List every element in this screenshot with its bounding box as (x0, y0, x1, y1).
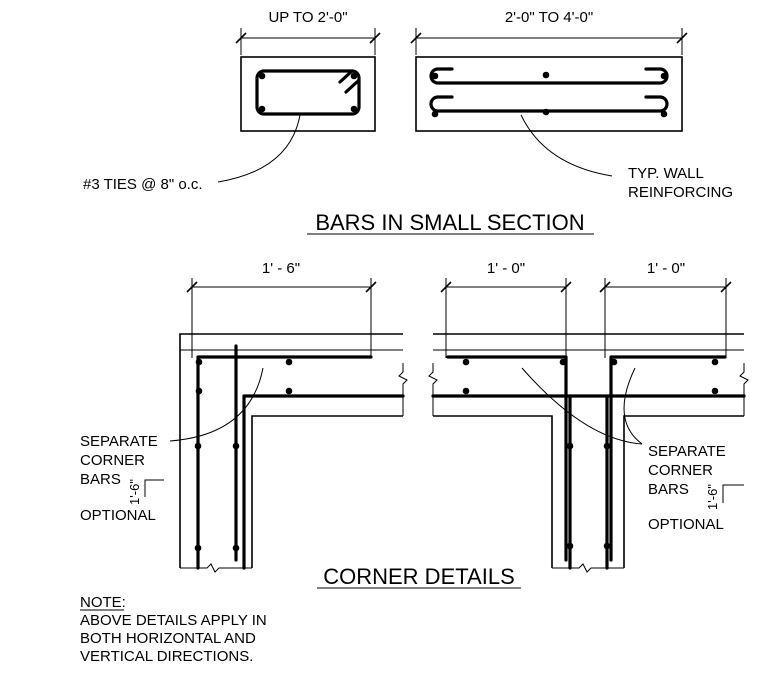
small-section-right: 2'-0" TO 4'-0" (410, 9, 688, 132)
right-label-line1: SEPARATE (648, 443, 726, 460)
right-label-line2: CORNER (648, 462, 713, 479)
corner-bar-leader-left (169, 367, 264, 442)
dim-left-label: UP TO 2'-0" (268, 9, 347, 26)
small-section-left: UP TO 2'-0" (235, 9, 381, 132)
right-optional: OPTIONAL (648, 516, 724, 533)
note-line2: BOTH HORIZONTAL AND (80, 630, 256, 647)
left-label-line2: CORNER (80, 452, 145, 469)
corner-detail-left: 1' - 6" (144, 260, 408, 573)
small-section-title: BARS IN SMALL SECTION (315, 210, 584, 235)
wall-label-line1: TYP. WALL (628, 165, 704, 182)
ties-leader (217, 114, 301, 183)
left-label-line3: BARS (80, 471, 121, 488)
corner-bar-leader-right-a (521, 367, 643, 445)
wall-reinforcing-leader (520, 114, 613, 177)
corner-detail-right: 1' - 0" 1' - 0" (428, 260, 749, 573)
right-label-line3: BARS (648, 481, 689, 498)
corner-bar-leader-right-b (623, 367, 643, 445)
note-line3: VERTICAL DIRECTIONS. (80, 648, 253, 665)
wall-label-line2: REINFORCING (628, 184, 733, 201)
left-label-line1: SEPARATE (80, 433, 158, 450)
dim-1-0-right-label: 1' - 0" (647, 260, 685, 277)
dim-1-6-label: 1' - 6" (262, 260, 300, 277)
note-heading: NOTE: (80, 594, 126, 611)
right-vertical-dim: 1'-6" (705, 484, 720, 510)
ties-label: #3 TIES @ 8" o.c. (83, 176, 203, 193)
left-vertical-dim: 1'-6" (127, 479, 142, 505)
left-optional: OPTIONAL (80, 507, 156, 524)
dim-1-0-left-label: 1' - 0" (487, 260, 525, 277)
corner-details-title: CORNER DETAILS (323, 564, 515, 589)
dim-right-label: 2'-0" TO 4'-0" (505, 9, 593, 26)
note-line1: ABOVE DETAILS APPLY IN (80, 612, 267, 629)
